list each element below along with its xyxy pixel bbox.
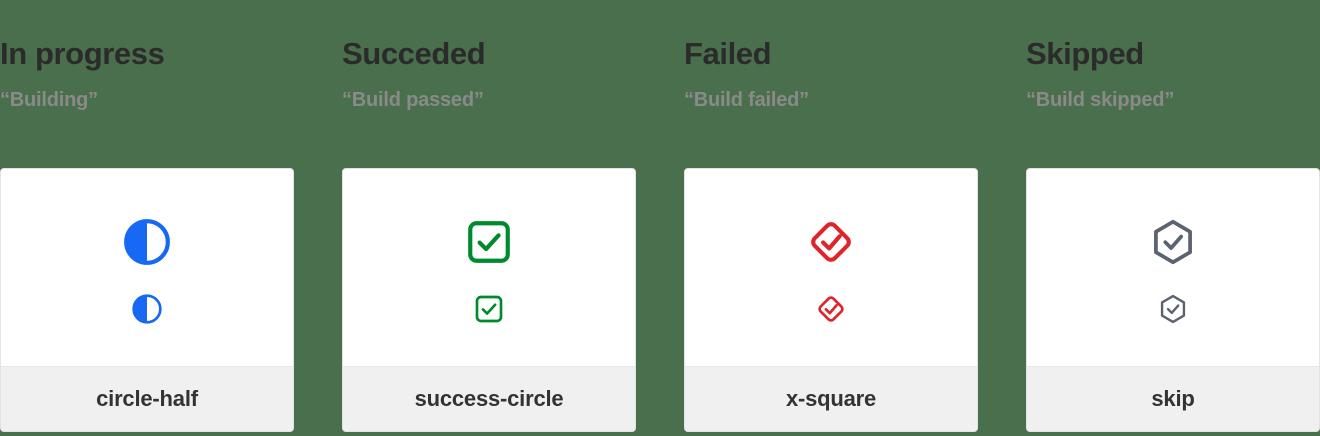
column-heading: Failed: [684, 36, 772, 71]
skip-icon: [1154, 219, 1192, 264]
circle-half-icon-small: [132, 293, 162, 324]
icon-name-label: success-circle: [414, 386, 564, 411]
success-circle-icon-small: [475, 295, 503, 322]
column-subheading: “Building”: [0, 89, 98, 111]
column-subheading: “Build passed”: [342, 89, 484, 111]
circle-half-icon: [124, 218, 170, 265]
column-heading: In progress: [0, 36, 165, 71]
column-subheading: “Build failed”: [684, 89, 809, 111]
icon-preview-area: [685, 169, 977, 366]
column-heading: Succeded: [342, 36, 486, 71]
icon-card-success-circle[interactable]: success-circle: [342, 168, 636, 432]
x-square-icon: [811, 221, 851, 262]
icon-name-label: x-square: [785, 386, 877, 411]
icon-card-x-square[interactable]: x-square: [684, 168, 978, 432]
icon-card-skip[interactable]: skip: [1026, 168, 1320, 432]
icon-preview-area: [1027, 169, 1319, 366]
success-circle-icon: [468, 220, 510, 263]
icon-preview-area: [1, 169, 293, 366]
icon-card-circle-half[interactable]: circle-half: [0, 168, 294, 432]
skip-icon-small: [1160, 294, 1186, 323]
icon-name-footer: success-circle: [343, 366, 635, 431]
icon-name-label: circle-half: [96, 386, 198, 411]
icon-name-footer: circle-half: [1, 366, 293, 431]
column-heading: Skipped: [1026, 36, 1144, 71]
status-column-in-progress: In progress “Building” circle-half: [0, 0, 294, 436]
status-column-succeded: Succeded “Build passed” success-circle: [342, 0, 636, 436]
column-subheading: “Build skipped”: [1026, 89, 1175, 111]
icon-name-label: skip: [1151, 386, 1195, 411]
icon-name-footer: x-square: [685, 366, 977, 431]
icon-name-footer: skip: [1027, 366, 1319, 431]
icon-preview-area: [343, 169, 635, 366]
status-column-skipped: Skipped “Build skipped” skip: [1026, 0, 1320, 436]
x-square-icon-small: [818, 295, 844, 322]
status-column-failed: Failed “Build failed” x-square: [684, 0, 978, 436]
